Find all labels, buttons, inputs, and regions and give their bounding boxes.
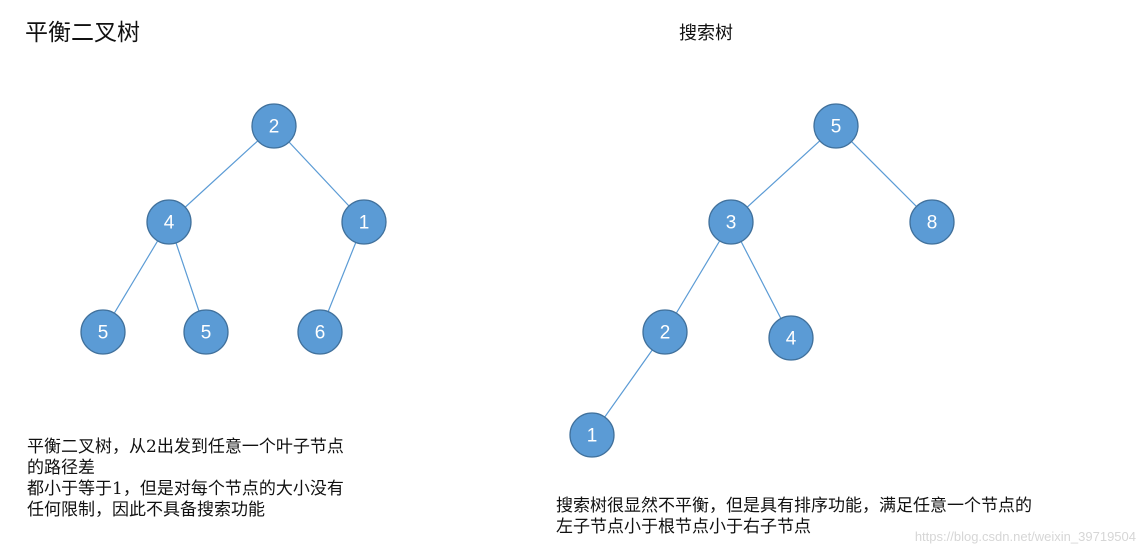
search-tree-node: 3 (708, 199, 754, 245)
balanced-tree-node: 1 (341, 199, 387, 245)
edges-layer (102, 125, 933, 436)
node-label: 5 (98, 323, 109, 344)
search-tree-node: 8 (909, 199, 955, 245)
balanced-tree-edge (168, 125, 275, 223)
search-tree-edge (730, 125, 837, 223)
node-circle (251, 103, 297, 149)
node-label: 8 (927, 213, 938, 234)
balanced-tree-node: 5 (80, 309, 126, 355)
node-circle (297, 309, 343, 355)
node-label: 1 (587, 426, 598, 447)
search-tree-node: 2 (642, 309, 688, 355)
balanced-tree-title: 平衡二叉树 (25, 20, 140, 46)
node-label: 3 (726, 213, 737, 234)
node-circle (909, 199, 955, 245)
balanced-tree-node: 6 (297, 309, 343, 355)
description-line: 都小于等于1，但是对每个节点的大小没有 (27, 479, 344, 499)
search-tree-node: 1 (569, 412, 615, 458)
balanced-tree-description: 平衡二叉树，从2出发到任意一个叶子节点 的路径差 都小于等于1，但是对每个节点的… (27, 437, 344, 521)
node-label: 4 (786, 329, 797, 350)
node-label: 2 (269, 117, 280, 138)
node-label: 2 (660, 323, 671, 344)
node-label: 5 (201, 323, 212, 344)
balanced-tree-node: 5 (183, 309, 229, 355)
node-circle (80, 309, 126, 355)
node-circle (183, 309, 229, 355)
node-circle (642, 309, 688, 355)
node-circle (768, 315, 814, 361)
node-label: 4 (164, 213, 175, 234)
description-line: 搜索树很显然不平衡，但是具有排序功能，满足任意一个节点的 (556, 496, 1032, 516)
description-line: 平衡二叉树，从2出发到任意一个叶子节点 (27, 437, 344, 457)
node-circle (708, 199, 754, 245)
search-tree-title: 搜索树 (679, 23, 733, 44)
search-tree-description: 搜索树很显然不平衡，但是具有排序功能，满足任意一个节点的 左子节点小于根节点小于… (556, 496, 1032, 538)
node-circle (341, 199, 387, 245)
node-label: 1 (359, 213, 370, 234)
balanced-tree-node: 4 (146, 199, 192, 245)
description-line: 的路径差 (27, 458, 95, 478)
node-circle (569, 412, 615, 458)
node-circle (146, 199, 192, 245)
watermark-url: https://blog.csdn.net/weixin_39719504 (914, 529, 1136, 544)
node-label: 5 (831, 117, 842, 138)
nodes-layer: 2 4 1 5 5 6 5 3 8 2 4 1 (80, 103, 955, 458)
description-line: 任何限制，因此不具备搜索功能 (27, 500, 265, 520)
balanced-tree-node: 2 (251, 103, 297, 149)
node-circle (813, 103, 859, 149)
search-tree-node: 4 (768, 315, 814, 361)
node-label: 6 (315, 323, 326, 344)
search-tree-node: 5 (813, 103, 859, 149)
description-line: 左子节点小于根节点小于右子节点 (556, 517, 811, 537)
